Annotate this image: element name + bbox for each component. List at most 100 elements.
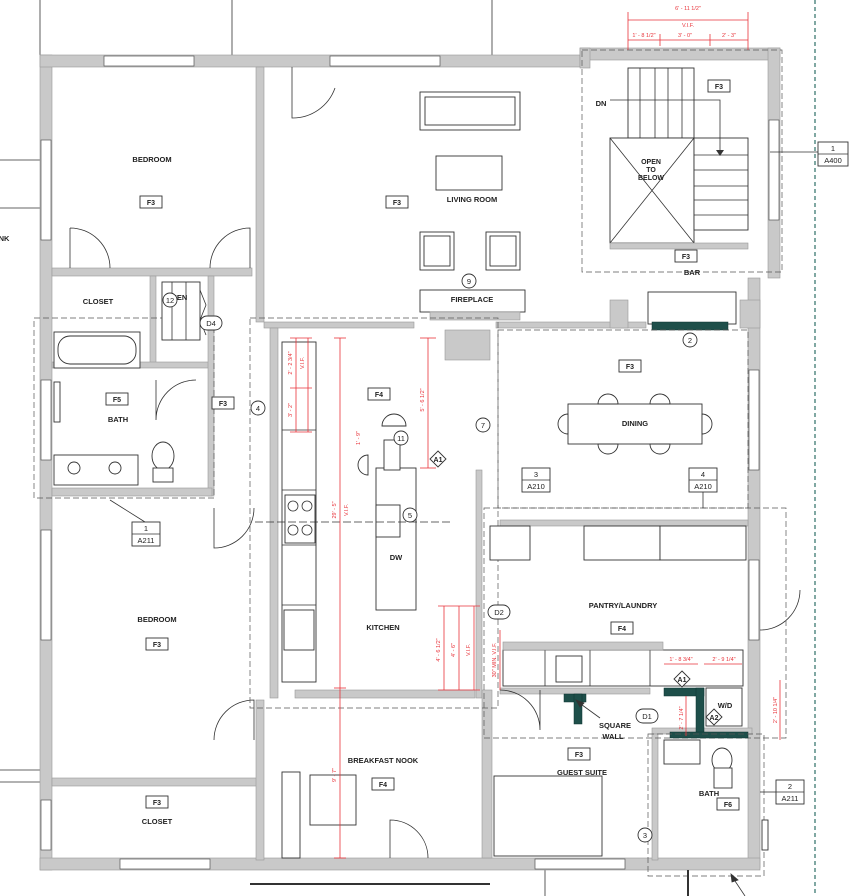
finish-tag-kitchen: F4	[367, 387, 391, 401]
svg-text:F5: F5	[113, 397, 121, 404]
svg-text:A1: A1	[678, 677, 687, 684]
svg-text:3: 3	[643, 831, 647, 840]
section-ref-a210-4: 4 A210	[688, 467, 718, 508]
dim-k-upper-vif: V.I.F.	[300, 357, 306, 369]
linen-closet	[161, 281, 207, 341]
keynote-2: 2	[682, 332, 698, 348]
finish-tag-nook: F4	[371, 777, 395, 791]
right-bath	[647, 733, 769, 877]
leader-arrows	[575, 699, 746, 896]
dim-k-total-vif: V.I.F.	[344, 504, 350, 516]
door-tag-d4: D4	[199, 315, 223, 331]
dim-laundry-3: 2' - 7 1/4"	[679, 706, 685, 729]
section-ref-a211-left: 1 A211	[109, 499, 161, 547]
label-wd: W/D	[718, 701, 733, 710]
dim-laundry-1: 1' - 8 3/4"	[669, 657, 692, 663]
dim-k-island: 5' - 6 1/2"	[420, 388, 426, 411]
svg-text:F3: F3	[153, 800, 161, 807]
keynote-4: 4	[250, 400, 266, 416]
dim-k-upper-2: 3' - 2"	[288, 403, 294, 417]
stair-area	[581, 49, 783, 331]
dimension-lines	[290, 12, 781, 859]
label-wall: WALL	[602, 732, 624, 741]
svg-text:A210: A210	[694, 482, 712, 491]
svg-text:F6: F6	[724, 802, 732, 809]
svg-text:F3: F3	[575, 752, 583, 759]
diamond-tags: A1 A1 A2	[429, 450, 723, 726]
room-living: LIVING ROOM	[447, 195, 497, 204]
dim-laundry-4: 2' - 10 1/4"	[773, 697, 779, 723]
svg-text:7: 7	[481, 421, 485, 430]
label-open-3: BELOW	[638, 175, 664, 182]
svg-text:A211: A211	[782, 794, 799, 803]
dim-nook: 9' - 7"	[332, 768, 338, 782]
svg-text:F3: F3	[393, 200, 401, 207]
room-bedroom-bottom: BEDROOM	[137, 615, 176, 624]
svg-text:A211: A211	[138, 536, 155, 545]
svg-text:A400: A400	[824, 156, 842, 165]
living-furniture	[419, 91, 526, 321]
room-labels: BEDROOM LIVING ROOM CLOSET LINEN BATH FI…	[0, 99, 733, 826]
finish-tag-hall: F3	[211, 396, 235, 410]
dimension-texts: 6' - 11 1/2" V.I.F. 1' - 8 1/2" 3' - 0" …	[288, 6, 779, 782]
keynote-9: 9	[461, 273, 477, 289]
room-dining: DINING	[622, 419, 648, 428]
dim-top-vif: V.I.F.	[682, 23, 694, 29]
diamond-a2-bath: A2	[705, 708, 723, 726]
svg-text:F3: F3	[153, 642, 161, 649]
dim-top-c: 2' - 3"	[722, 33, 736, 39]
pantry-laundry	[483, 507, 787, 739]
dining-furniture	[497, 329, 749, 509]
svg-text:9: 9	[467, 277, 471, 286]
windows	[40, 55, 780, 870]
svg-text:2: 2	[688, 336, 692, 345]
keynote-12: 12	[162, 292, 178, 308]
label-dw: DW	[390, 553, 403, 562]
dim-k-low-1: 4' - 6 1/2"	[436, 638, 442, 661]
finish-tag-bedroom-top: F3	[139, 195, 163, 209]
svg-text:F4: F4	[379, 782, 387, 789]
room-bath-left: BATH	[108, 415, 128, 424]
door-tags: D1 D2 D4	[199, 315, 659, 724]
room-guest-suite: GUEST SUITE	[557, 768, 607, 777]
left-bath-fixtures	[33, 317, 215, 499]
finish-tag-bedroom-bottom: F3	[145, 637, 169, 651]
svg-text:3: 3	[534, 470, 538, 479]
svg-text:F4: F4	[375, 392, 383, 399]
svg-text:4: 4	[701, 470, 705, 479]
room-closet-bottom: CLOSET	[142, 817, 173, 826]
dim-k-min: 30" MIN. V.I.F.	[492, 642, 498, 677]
svg-text:F3: F3	[147, 200, 155, 207]
svg-text:F3: F3	[715, 84, 723, 91]
finish-tag-living: F3	[385, 195, 409, 209]
section-references: 1 A400 1 A211 3 A210 4 A210 2	[109, 141, 849, 805]
label-left-edge: NK	[0, 234, 10, 243]
svg-text:4: 4	[256, 404, 260, 413]
dim-top-total: 6' - 11 1/2"	[675, 6, 701, 12]
keynote-7: 7	[475, 417, 491, 433]
dim-top-a: 1' - 8 1/2"	[632, 33, 655, 39]
keynote-5: 5	[402, 507, 418, 523]
svg-text:A1: A1	[434, 457, 443, 464]
svg-text:F4: F4	[618, 626, 626, 633]
finish-tag-stair: F3	[707, 79, 731, 93]
svg-text:F3: F3	[682, 254, 690, 261]
svg-text:5: 5	[408, 511, 412, 520]
svg-text:D1: D1	[642, 712, 652, 721]
room-fireplace: FIREPLACE	[451, 295, 494, 304]
room-bar: BAR	[684, 268, 701, 277]
svg-text:D2: D2	[494, 608, 504, 617]
dim-top-b: 3' - 0"	[678, 33, 692, 39]
svg-text:1: 1	[831, 144, 835, 153]
finish-tag-pantry: F4	[610, 621, 634, 635]
svg-text:12: 12	[166, 296, 174, 305]
dim-k-upper-3: 1' - 9"	[356, 431, 362, 445]
svg-text:A2: A2	[710, 715, 719, 722]
svg-text:F3: F3	[626, 364, 634, 371]
door-tag-d2: D2	[487, 604, 511, 620]
room-bath-right: BATH	[699, 789, 719, 798]
finish-tag-bath-left: F5	[105, 392, 129, 406]
kitchen-cabinets	[249, 317, 499, 709]
svg-text:A210: A210	[527, 482, 545, 491]
